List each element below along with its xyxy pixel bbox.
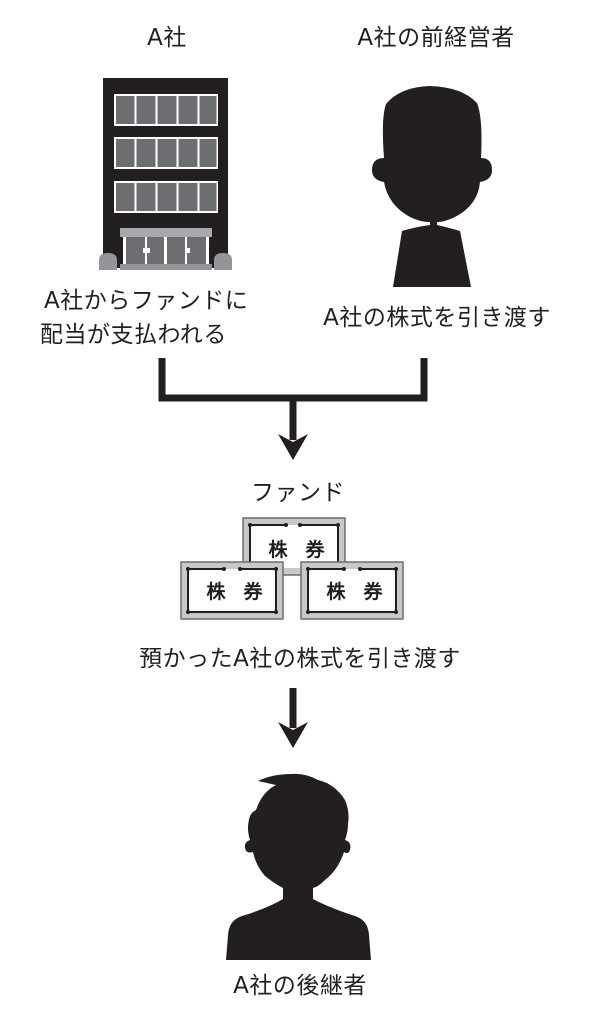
certificate-char: 株 <box>326 580 346 603</box>
former-owner-label: A社の前経営者 <box>357 25 515 51</box>
certificate-char: 券 <box>304 538 325 561</box>
certificate-top: 株 券 <box>242 517 346 576</box>
company-label: A社 <box>147 25 187 51</box>
arrow-down-icon <box>278 434 308 460</box>
company-action-label-line1: A社からファンドに <box>44 288 249 314</box>
certificate-char: 株 <box>268 538 288 561</box>
certificate-char: 券 <box>242 580 263 603</box>
successor-label: A社の後継者 <box>233 973 367 999</box>
fund-label: ファンド <box>251 480 345 506</box>
building-body <box>99 78 232 270</box>
certificate-left: 株 券 <box>180 561 284 620</box>
certificate-right: 株 券 <box>300 561 404 620</box>
fund-action-label: 預かったA社の株式を引き渡す <box>139 646 461 672</box>
owner-action-label: A社の株式を引き渡す <box>323 305 551 331</box>
certificate-char: 株 <box>206 580 226 603</box>
certificate-char: 券 <box>362 580 383 603</box>
company-action-label-line2: 配当が支払われる <box>40 322 227 348</box>
